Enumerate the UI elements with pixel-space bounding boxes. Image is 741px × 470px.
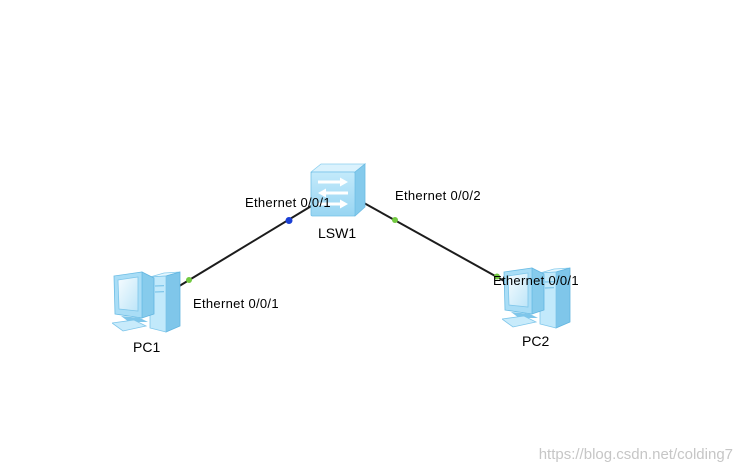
port-status-dot-lsw1-e002 [392, 217, 398, 223]
link-pc1-lsw1[interactable] [175, 204, 314, 289]
device-label-pc2: PC2 [522, 333, 549, 349]
link-lsw1-pc2[interactable] [363, 202, 507, 283]
port-label-lsw1-e001: Ethernet 0/0/1 [245, 195, 331, 210]
port-status-dot-pc1 [186, 277, 192, 283]
port-label-lsw1-e002: Ethernet 0/0/2 [395, 188, 481, 203]
device-lsw1[interactable]: LSW1 [310, 163, 366, 241]
device-label-lsw1: LSW1 [318, 225, 356, 241]
pc-icon[interactable] [112, 271, 181, 333]
link-line[interactable] [175, 204, 314, 289]
link-line[interactable] [363, 202, 507, 283]
port-label-pc2: Ethernet 0/0/1 [493, 273, 579, 288]
port-status-dot-pc2 [494, 273, 500, 280]
device-label-pc1: PC1 [133, 339, 160, 355]
port-label-pc1: Ethernet 0/0/1 [193, 296, 279, 311]
watermark-text: https://blog.csdn.net/colding7 [539, 446, 733, 463]
device-pc1[interactable]: PC1 [112, 271, 181, 355]
port-status-dot-lsw1-e001 [285, 217, 293, 224]
device-pc2[interactable]: PC2 [502, 267, 571, 349]
